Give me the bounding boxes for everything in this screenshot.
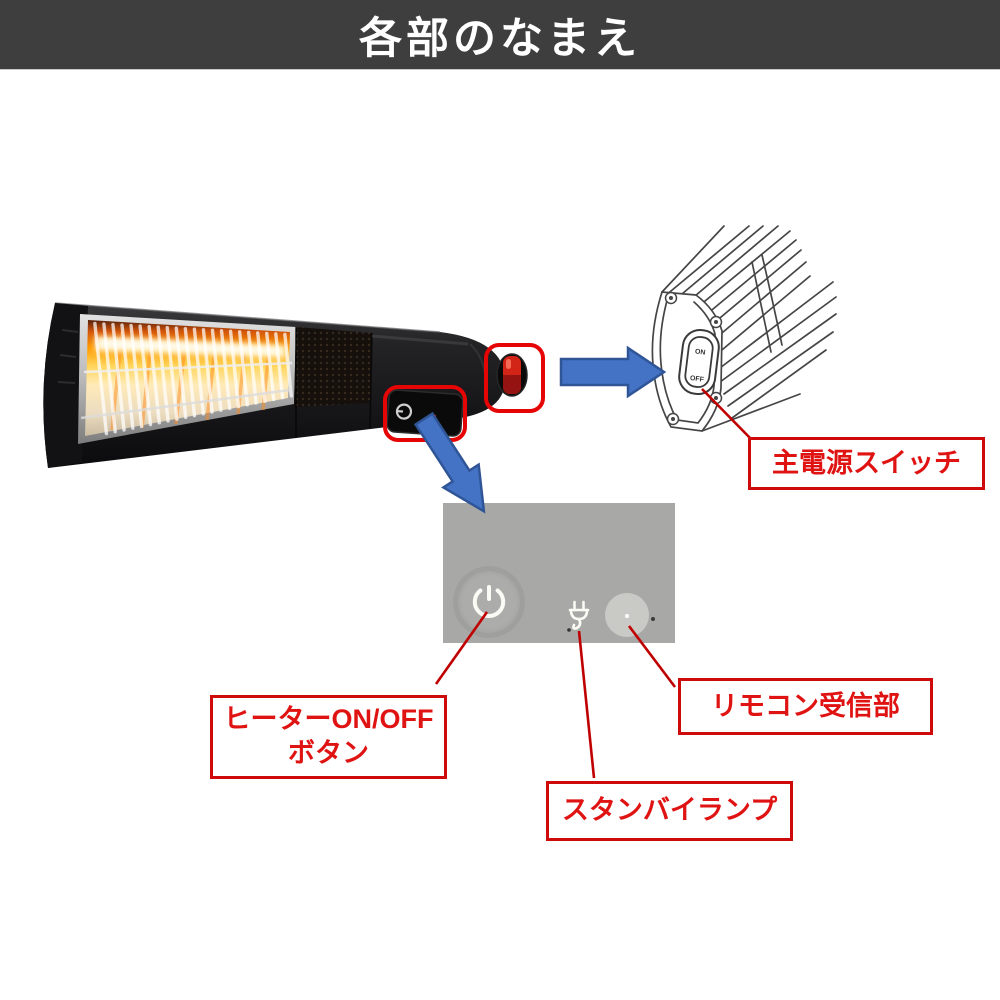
callout-standby-lamp: スタンバイランプ: [546, 781, 793, 841]
callout-remote-receiver: リモコン受信部: [678, 678, 933, 735]
heater-rocker-switch: [496, 353, 528, 397]
end-plate-screws: [664, 291, 723, 426]
heater-mesh-section: [294, 327, 372, 407]
power-icon: [472, 585, 506, 618]
title-bar: 各部のなまえ: [0, 0, 1000, 70]
ir-receiver-window: [605, 593, 655, 637]
page-title: 各部のなまえ: [359, 14, 641, 63]
heater-on-off-button: [458, 571, 520, 633]
switch-on-label: ON: [695, 348, 706, 356]
panel-indicator-dot: [431, 414, 437, 420]
heater-control-panel: [386, 389, 464, 437]
grille-slats: [93, 321, 294, 436]
callout-main-power-switch: 主電源スイッチ: [748, 437, 985, 490]
callout-heater-line2: ボタン: [288, 738, 369, 768]
callout-standby-lamp-text: スタンバイランプ: [561, 795, 778, 826]
callout-heater-line1: ヒーターON/OFF: [223, 704, 434, 735]
leader-main-switch: [701, 388, 754, 442]
highlight-box-main-switch: [484, 343, 545, 413]
arrow-to-end-cap: [559, 345, 667, 399]
heater-grille-frame: [78, 314, 296, 444]
plug-icon: [567, 600, 590, 632]
heater-body: [43, 303, 506, 468]
callout-remote-receiver-text: リモコン受信部: [711, 690, 900, 721]
heater-glow-element: [85, 320, 290, 436]
panel-power-icon: [395, 403, 413, 420]
control-panel-closeup: [443, 503, 675, 643]
receiver-speck: [651, 617, 655, 621]
highlight-box-control-panel: [383, 385, 467, 442]
switch-off-label: OFF: [689, 375, 704, 384]
leader-standby-lamp: [577, 630, 596, 779]
heater-left-cap: [43, 303, 88, 468]
callout-main-power-switch-text: 主電源スイッチ: [772, 447, 961, 478]
receiver-dot: [625, 614, 629, 618]
callout-heater-on-off-button: ヒーターON/OFF ボタン: [210, 695, 447, 779]
drawing-main-power-switch: ON OFF: [678, 328, 720, 396]
